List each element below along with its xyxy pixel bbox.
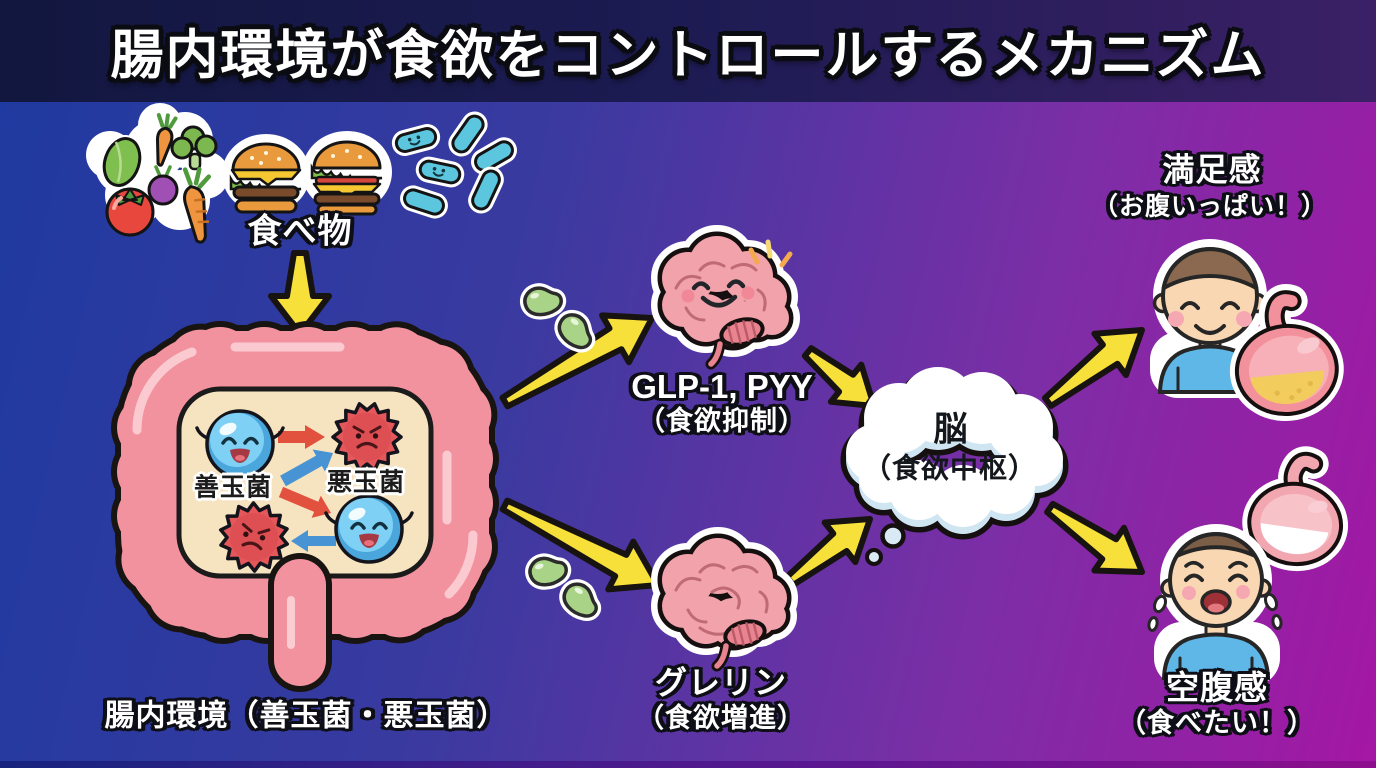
broccoli: [170, 125, 218, 171]
appetite-increase-label: （食欲増進）: [637, 703, 805, 734]
vegetables-icon: [86, 103, 229, 244]
hamburger-icon: [222, 134, 310, 214]
big-carrot: [182, 167, 212, 244]
arrow-gut-to-glp1: [499, 312, 655, 410]
satiety-label: 満足感: [1162, 151, 1262, 188]
hungry-brain-icon: [662, 538, 787, 672]
flow-arrows: [268, 250, 1145, 593]
probiotic-bacteria-icon: [394, 113, 515, 217]
hunger-label: 空腹感: [1166, 668, 1268, 706]
arrow-brain-to-satiety: [1042, 327, 1145, 409]
ghrelin-label: グレリン: [654, 664, 788, 701]
hunger-note: （食べたい！）: [1119, 708, 1315, 739]
title-bar: 腸内環境が食欲をコントロールするメカニズム: [0, 0, 1376, 102]
bottom-accent-bar: [0, 761, 1376, 768]
thought-bubble-large: [880, 523, 906, 549]
arrow-food-to-gut: [268, 250, 332, 337]
happy-brain-icon: [662, 236, 793, 370]
metabolite-beans: [522, 283, 603, 621]
blue-arrow-up-right: [280, 449, 333, 487]
sparkle-icon: [748, 239, 793, 268]
bacteria-balance-arrows: [278, 425, 336, 552]
red-arrow-down-right: [278, 486, 331, 518]
arrow-glp1-to-brain: [801, 345, 877, 409]
small-carrot: [155, 113, 178, 167]
gut-caption: 腸内環境（善玉菌・悪玉菌）: [104, 699, 508, 733]
full-stomach-icon: [1229, 284, 1344, 422]
tomato: [105, 187, 155, 237]
thought-bubble-small: [865, 548, 883, 566]
beet: [147, 165, 179, 206]
bad-bacteria-icon: [212, 402, 403, 579]
arrow-ghrelin-to-brain: [783, 516, 873, 588]
satiety-note: （お腹いっぱい！）: [1092, 192, 1328, 221]
hungry-person-icon: [1147, 524, 1283, 686]
brain-cloud: [846, 367, 1063, 566]
arrow-brain-to-hunger: [1044, 500, 1145, 575]
red-arrow-right: [278, 425, 325, 449]
bad-bacteria-label: 悪玉菌: [326, 468, 406, 497]
sweat-drops: [1147, 592, 1283, 632]
glp1-pyy-label: GLP-1, PYY: [631, 367, 813, 405]
good-bacteria-label: 善玉菌: [193, 473, 273, 502]
arrow-gut-to-ghrelin: [499, 497, 661, 593]
appetite-suppression-label: （食欲抑制）: [638, 406, 806, 437]
intestine-illustration: [111, 321, 499, 692]
blue-arrow-left: [291, 530, 336, 552]
appetite-center-label: （食欲中枢）: [862, 452, 1038, 484]
food-label: 食べ物: [247, 212, 353, 251]
hamburger-icon: [302, 131, 392, 216]
page-title: 腸内環境が食欲をコントロールするメカニズム: [110, 26, 1266, 85]
brain-label: 脳: [933, 410, 969, 449]
empty-stomach-icon: [1242, 446, 1349, 572]
good-bacteria-icon: [195, 409, 414, 564]
